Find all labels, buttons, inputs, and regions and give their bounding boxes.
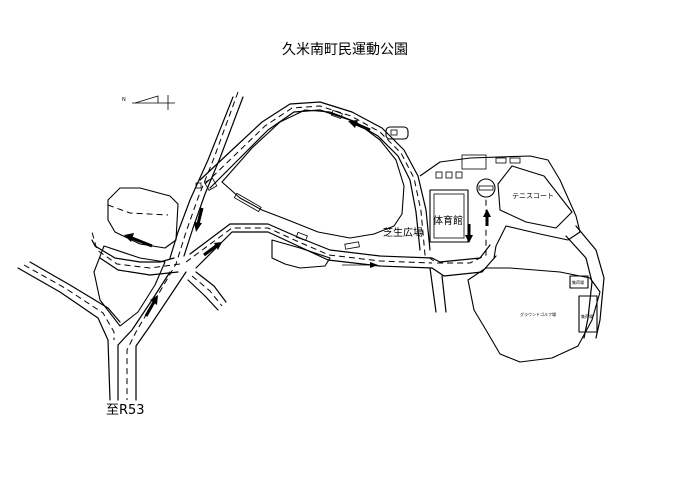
- sports-complex: [419, 154, 581, 259]
- map-title: 久米南町民運動公園: [282, 42, 408, 58]
- road-network: [17, 96, 497, 401]
- north-label: N: [122, 97, 126, 103]
- tennis-court-area: [497, 165, 573, 229]
- junction-island: [93, 245, 166, 327]
- building-a-label: 集荷場: [572, 279, 584, 285]
- route-lines: [23, 91, 487, 400]
- gymnasium-building: [429, 189, 469, 243]
- east-building-b: [578, 295, 598, 333]
- gymnasium-label: 体育館: [433, 214, 463, 227]
- north-arrow-icon: N: [122, 95, 175, 110]
- lawn-plaza-label: 芝生広場: [383, 226, 423, 239]
- roundabout: [476, 178, 496, 198]
- small-building: [385, 126, 409, 140]
- lawn-plaza-area: [271, 239, 331, 269]
- ground-golf-label: グラウンドゴルフ場: [520, 311, 556, 317]
- east-road: [575, 225, 605, 339]
- road-markers: [195, 109, 360, 250]
- tennis-court-label: テニスコート: [512, 192, 554, 200]
- west-block: [107, 187, 179, 249]
- direction-arrows: [124, 120, 491, 317]
- direction-label: 至R53: [106, 403, 145, 418]
- building-b-label: 集荷場: [581, 313, 593, 319]
- east-building-a: [569, 275, 589, 289]
- oval-field-outline: [221, 109, 405, 239]
